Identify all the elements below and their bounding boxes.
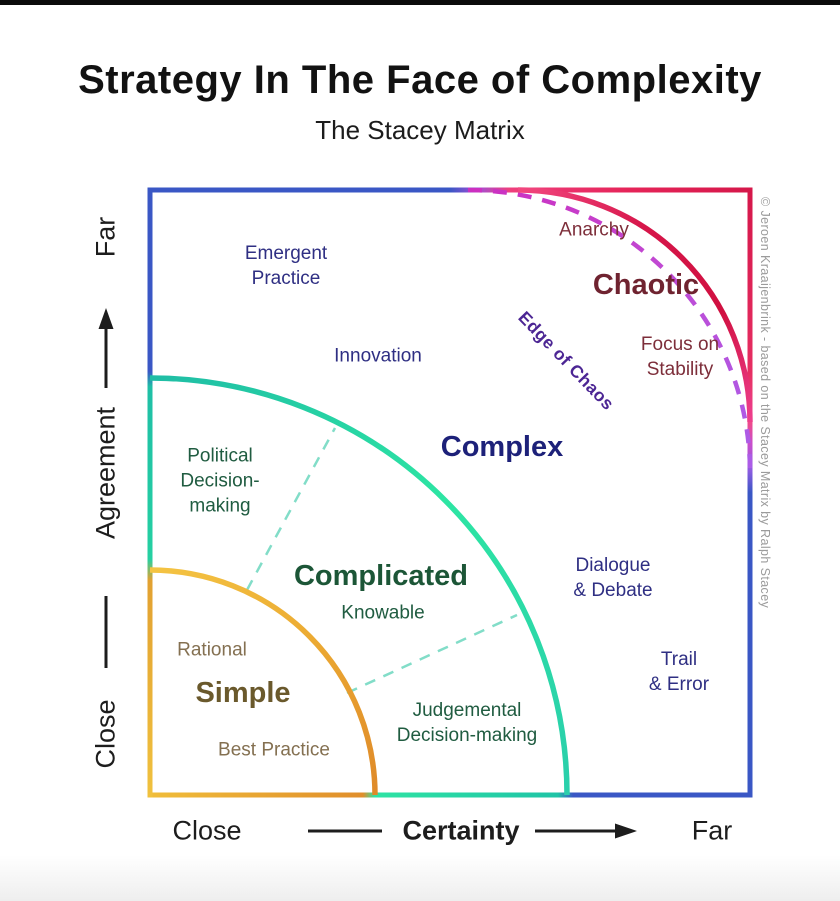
simple-region-arc	[149, 567, 378, 796]
x-axis-far-label: Far	[691, 815, 733, 846]
page-title: Strategy In The Face of Complexity	[78, 58, 762, 102]
x-axis-title: Certainty	[402, 815, 520, 846]
label-complicated-title: Complicated	[293, 560, 469, 592]
complex-region-arc	[149, 375, 570, 796]
label-judgemental-decision-making: Judgemental Decision-making	[396, 700, 538, 746]
label-emergent-practice: Emergent Practice	[244, 243, 328, 289]
label-simple-title: Simple	[195, 677, 291, 709]
divider-political-complicated	[245, 427, 337, 591]
label-chaotic-title: Chaotic	[592, 269, 700, 301]
top-border-strip	[0, 0, 840, 5]
divider-complicated-judgemental	[346, 613, 518, 695]
y-axis-close-label: Close	[90, 699, 121, 769]
bottom-fade-strip	[0, 855, 840, 901]
label-complex-title: Complex	[440, 431, 564, 463]
x-axis-close-label: Close	[172, 815, 242, 846]
label-trail-error: Trail & Error	[648, 649, 710, 695]
label-rational: Rational	[177, 639, 247, 661]
label-political-decision-making: Political Decision- making	[180, 445, 260, 517]
label-dialogue-debate: Dialogue & Debate	[573, 555, 653, 601]
y-axis-far-label: Far	[90, 216, 121, 258]
chaotic-region-arc	[517, 187, 753, 423]
label-best-practice: Best Practice	[218, 739, 330, 761]
x-axis-arrowhead-icon	[615, 823, 637, 839]
copyright-credit: © Jeroen Kraaijenbrink - based on the St…	[758, 197, 772, 609]
page-subtitle: The Stacey Matrix	[315, 115, 525, 145]
y-axis-title: Agreement	[90, 406, 121, 540]
label-knowable: Knowable	[341, 602, 425, 624]
label-anarchy: Anarchy	[559, 219, 629, 241]
label-innovation: Innovation	[334, 345, 422, 367]
edge-of-chaos-arc	[467, 187, 753, 473]
y-axis-arrowhead-icon	[98, 308, 114, 329]
label-focus-on-stability: Focus on Stability	[640, 334, 720, 380]
